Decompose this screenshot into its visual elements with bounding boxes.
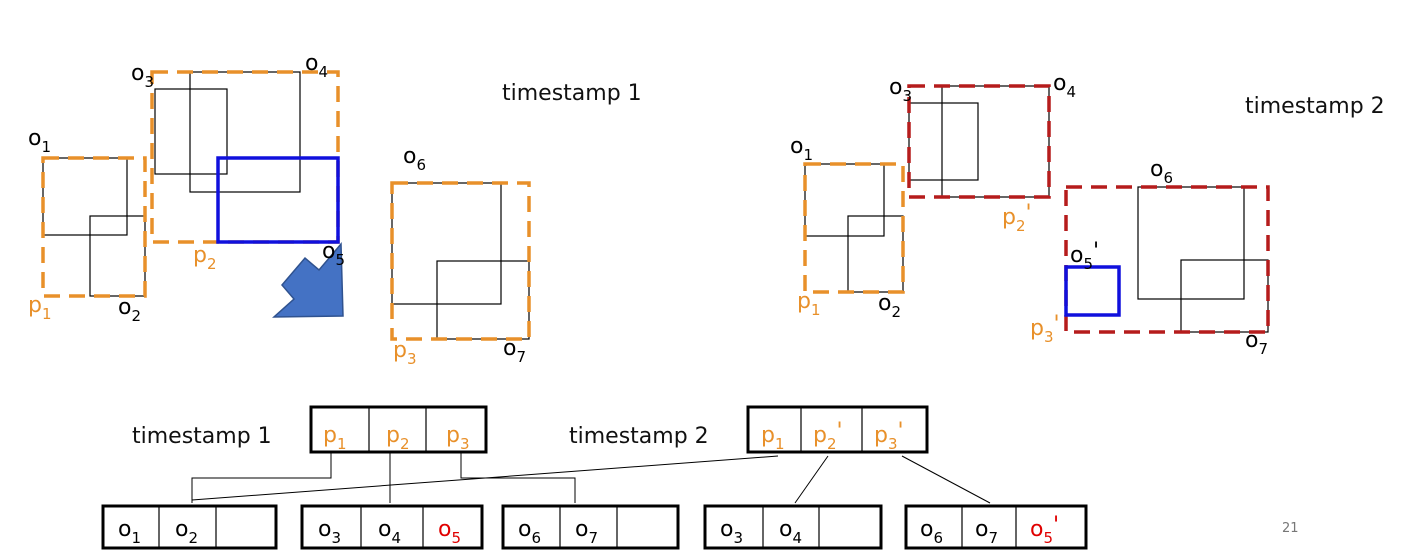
root1-entry-p1: p1 [323,423,347,453]
t1-label-o1: o1 [28,126,51,156]
t1-label-o4: o4 [305,51,328,81]
leaf1-node: o1 o2 [101,504,278,550]
t2-label-o7: o7 [1245,328,1268,358]
root1-entry-p2: p2 [386,423,410,453]
leaf4-entry-o4: o4 [779,517,802,547]
leaf1-entry-o2: o2 [175,517,198,547]
leaf4-node: o3 o4 [703,504,883,550]
t2-label-p1: p1 [797,289,821,319]
t1-partition-p2-box [150,70,340,244]
leaf2-entry-o4: o4 [378,517,401,547]
leaf3-node: o6 o7 [501,504,680,550]
leaf2-entry-o3: o3 [318,517,341,547]
connector-root1-p3 [460,452,576,503]
t2-object-o2-box [847,215,904,293]
leaf3-entry-o7: o7 [575,517,598,547]
root2-entry-p2-prime: p2' [813,419,843,453]
leaf5-node: o6 o7 o5' [904,504,1088,550]
t2-partition-p1-box [803,162,905,294]
leaf5-entry-o6: o6 [920,517,943,547]
connector-root2-p2 [794,455,829,504]
t2-label-o4: o4 [1053,71,1076,101]
t1-label-o2: o2 [118,295,141,325]
t1-partition-p3-box [390,181,531,341]
t2-object-o3-box [908,102,979,181]
t1-label-p1: p1 [28,293,52,323]
leaf2-node: o3 o4 o5 [300,504,484,550]
t1-partition-p1-box [41,156,147,298]
root2-entry-p3-prime: p3' [874,419,904,453]
t1-spatial-view: o1 o2 o3 o4 o5 o6 o7 p1 p2 p3 timestamp … [28,51,642,368]
t2-timestamp-title: timestamp 2 [1245,94,1385,119]
root2-timestamp-label: timestamp 2 [569,424,709,449]
t1-label-p2: p2 [193,243,217,273]
t1-timestamp-title: timestamp 1 [502,81,642,106]
t2-object-o5-box [1064,265,1121,317]
t1-label-o6: o6 [403,144,426,174]
t1-label-o5: o5 [322,239,345,269]
t2-object-o7-box [1180,259,1269,333]
root1-node: p1 p2 p3 [309,405,488,454]
index-connectors [191,452,991,504]
t1-object-o4-box [189,71,301,193]
leaf3-entry-o6: o6 [518,517,541,547]
t1-label-p3: p3 [393,338,417,368]
t2-object-o1-box [804,163,885,237]
t2-spatial-view: o1 o2 o3 o4 o5' o6 o7 p1 p2' p3' timesta… [790,71,1385,358]
t2-label-o6: o6 [1150,157,1173,187]
movement-arrow-icon [272,242,344,318]
t2-object-o6-box [1137,186,1245,300]
t2-label-p2-prime: p2' [1002,201,1032,235]
t2-label-o1: o1 [790,134,813,164]
t1-object-o1-box [42,157,128,236]
t1-object-o3-box [154,88,228,175]
t2-label-p3-prime: p3' [1030,312,1060,346]
leaf5-entry-o5-prime: o5' [1030,513,1059,547]
root1-timestamp-label: timestamp 1 [132,424,272,449]
leaf1-entry-o1: o1 [118,517,141,547]
index-structure: timestamp 1 timestamp 2 p1 p2 p3 p1 p2' … [101,405,1088,550]
t2-partition-p3-box [1064,185,1270,334]
t2-label-o5-prime: o5' [1070,239,1099,273]
leaf4-entry-o3: o3 [720,517,743,547]
t1-label-o3: o3 [131,61,154,91]
connector-root2-p3 [901,455,991,504]
connector-root1-p1 [191,452,332,503]
t1-object-o7-box [436,260,530,340]
t1-object-o2-box [89,215,146,297]
root2-node: p1 p2' p3' [746,405,929,454]
leaf5-entry-o7: o7 [975,517,998,547]
root1-entry-p3: p3 [446,423,470,453]
root2-entry-p1: p1 [761,423,785,453]
t1-object-o6-box [391,182,502,305]
t1-object-o5-box [216,156,340,244]
connector-root2-p1 [191,455,779,501]
page-number: 21 [1282,521,1299,536]
leaf2-entry-o5: o5 [438,517,461,547]
t1-label-o7: o7 [503,336,526,366]
t2-label-o3: o3 [889,75,912,105]
t2-label-o2: o2 [878,291,901,321]
